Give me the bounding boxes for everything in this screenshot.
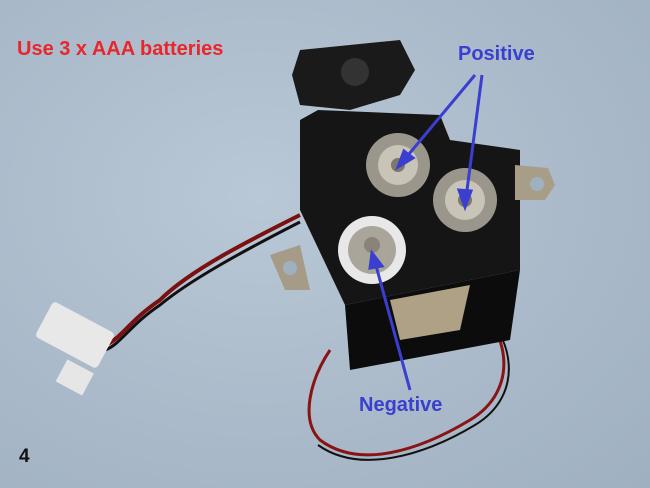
negative-label: Negative	[359, 394, 443, 416]
red-black-wire-right	[307, 298, 506, 457]
positive-label: Positive	[458, 43, 535, 65]
negative-terminal	[338, 216, 406, 284]
wire-connector	[36, 302, 114, 368]
arrow-negative	[373, 261, 412, 391]
arrow-positive-2	[464, 74, 484, 199]
instruction-text: Use 3 x AAA batteries	[17, 38, 224, 60]
step-number: 4	[19, 446, 30, 467]
red-black-wire-left	[104, 213, 301, 347]
arrow-positive-1	[402, 74, 477, 161]
